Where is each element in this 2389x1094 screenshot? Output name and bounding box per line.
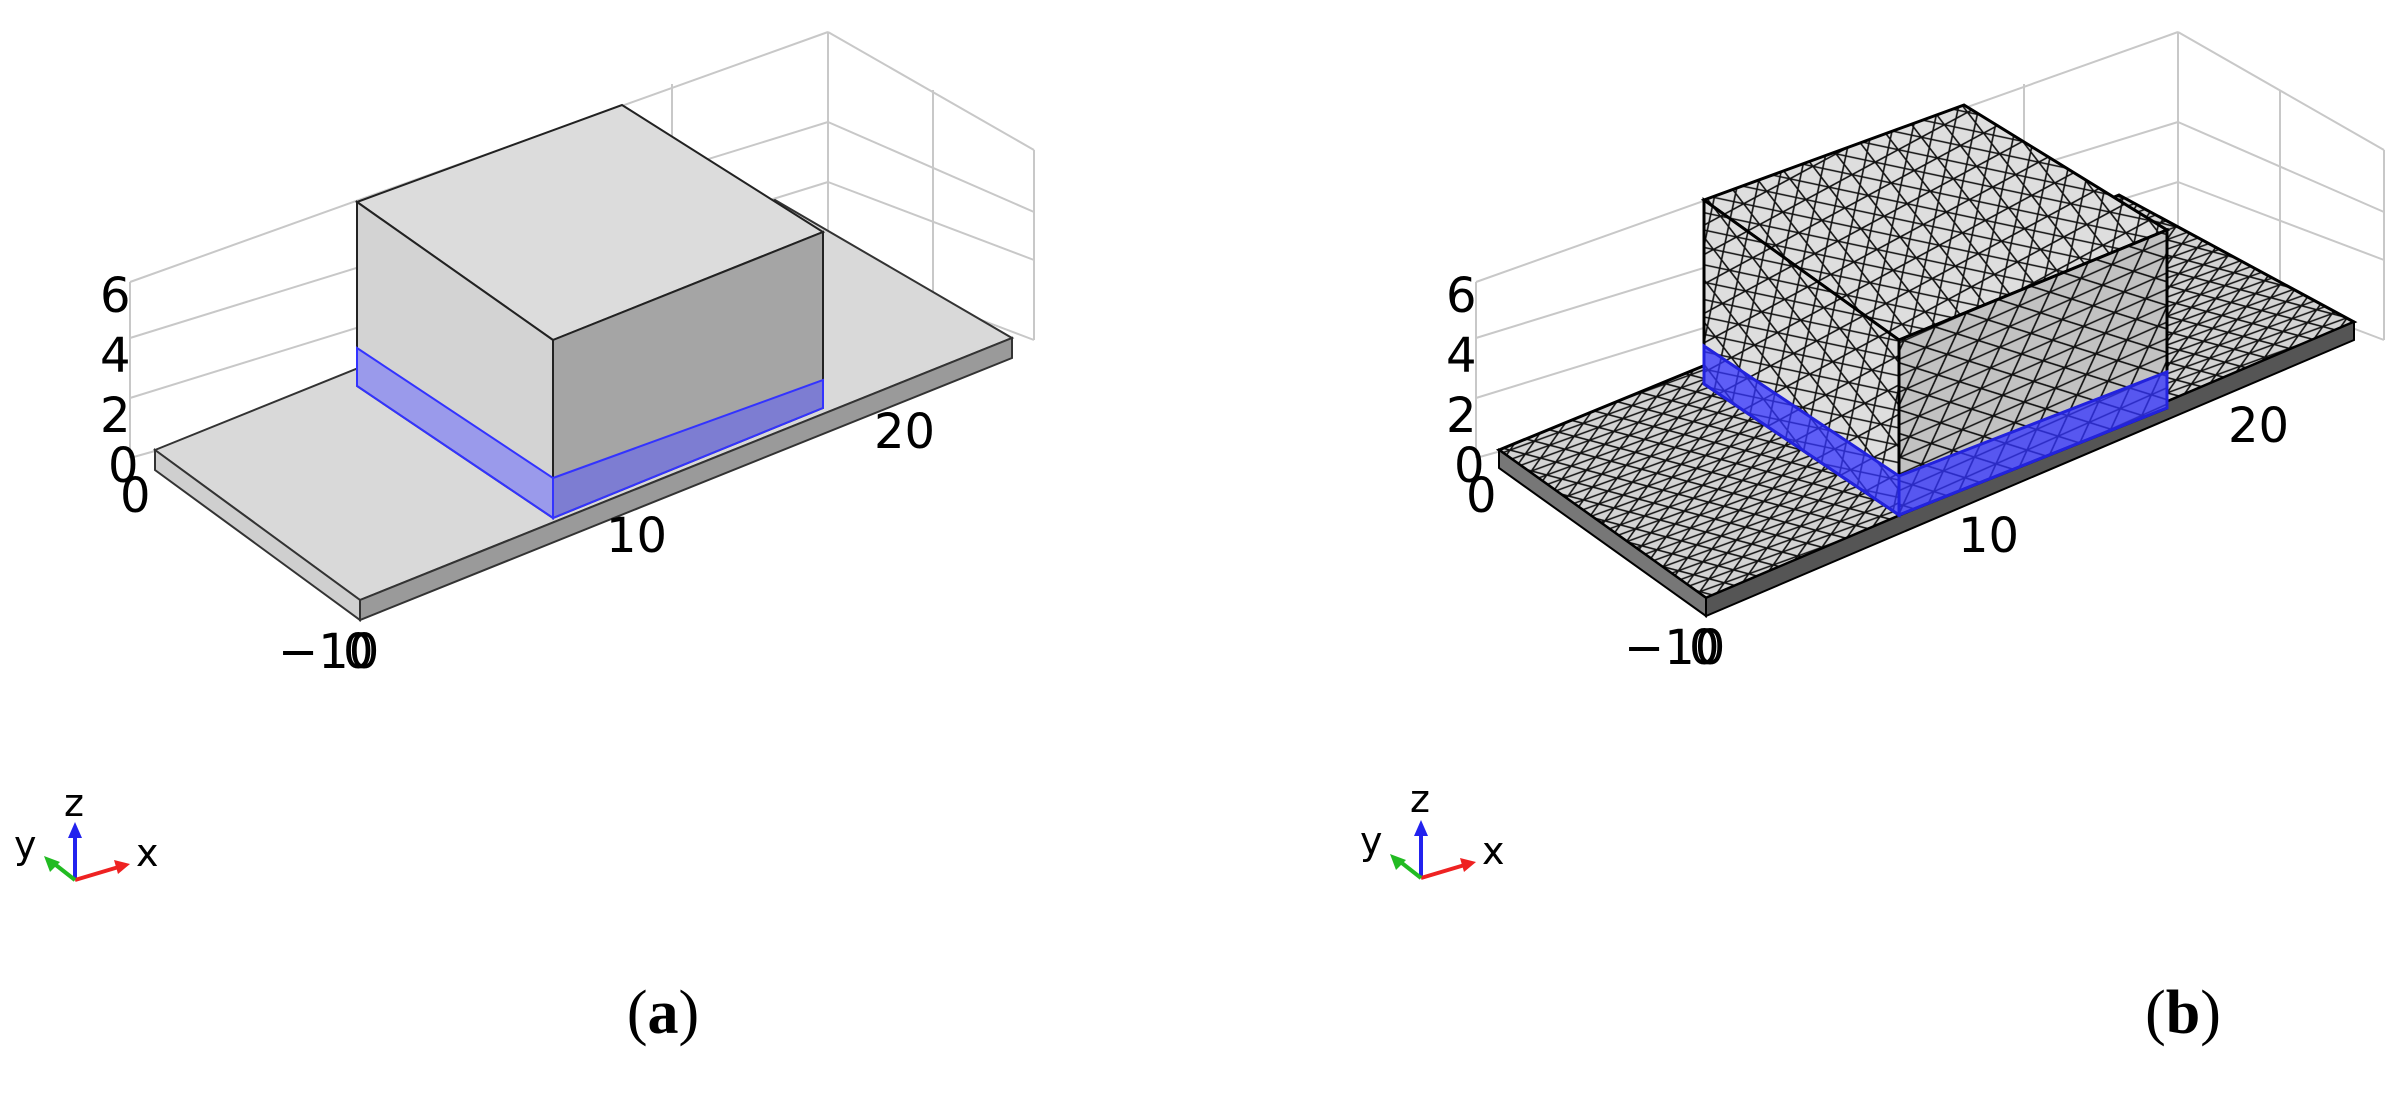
triad-z-label: z	[1410, 777, 1430, 821]
y-tick-20: 20	[874, 404, 935, 460]
z-tick-2: 2	[100, 388, 131, 444]
x-tick-0: 0	[1689, 620, 1720, 676]
triad-x-label: x	[1482, 829, 1505, 873]
z-tick-6: 6	[100, 268, 131, 324]
z-tick-4: 4	[100, 328, 131, 384]
z-tick-2: 2	[1446, 388, 1477, 444]
highlight-layer-right	[552, 378, 824, 520]
triad-y-label: y	[14, 823, 37, 867]
x-tick-0: 0	[343, 624, 374, 680]
z-tick-0: 0	[108, 438, 139, 494]
z-tick-4: 4	[1446, 328, 1477, 384]
panel-b: 6 4 2 0 0 10 20 −10 0 z y x (b)	[1194, 0, 2388, 1094]
mesh-substrate-left	[1498, 448, 1707, 618]
mesh-highlight-right	[1897, 369, 2169, 518]
y-tick-0: 0	[120, 468, 151, 524]
substrate-left-face	[154, 448, 361, 622]
x-tick-minus10: −10	[1624, 620, 1725, 676]
y-tick-10: 10	[606, 508, 667, 564]
triad-z-label: z	[64, 781, 84, 825]
y-tick-10: 10	[1958, 508, 2019, 564]
triad-x-label: x	[136, 831, 159, 875]
geometry-view-a: 6 4 2 0 0 10 20 −10 0 z y x	[14, 31, 1035, 882]
x-tick-minus10: −10	[278, 624, 379, 680]
triad-y-label: y	[1360, 819, 1383, 863]
panel-a: 6 4 2 0 0 10 20 −10 0 z y x (a)	[0, 0, 1194, 1094]
y-tick-0: 0	[1466, 468, 1497, 524]
caption-a: (a)	[626, 979, 700, 1047]
coordinate-triad-b: z y x	[1360, 777, 1505, 880]
mesh-view-b: 6 4 2 0 0 10 20 −10 0 z y x	[1360, 31, 2385, 880]
y-tick-20: 20	[2228, 398, 2289, 454]
coordinate-triad-a: z y x	[14, 781, 159, 882]
caption-b: (b)	[2145, 979, 2221, 1047]
z-tick-6: 6	[1446, 268, 1477, 324]
z-tick-0: 0	[1454, 438, 1485, 494]
